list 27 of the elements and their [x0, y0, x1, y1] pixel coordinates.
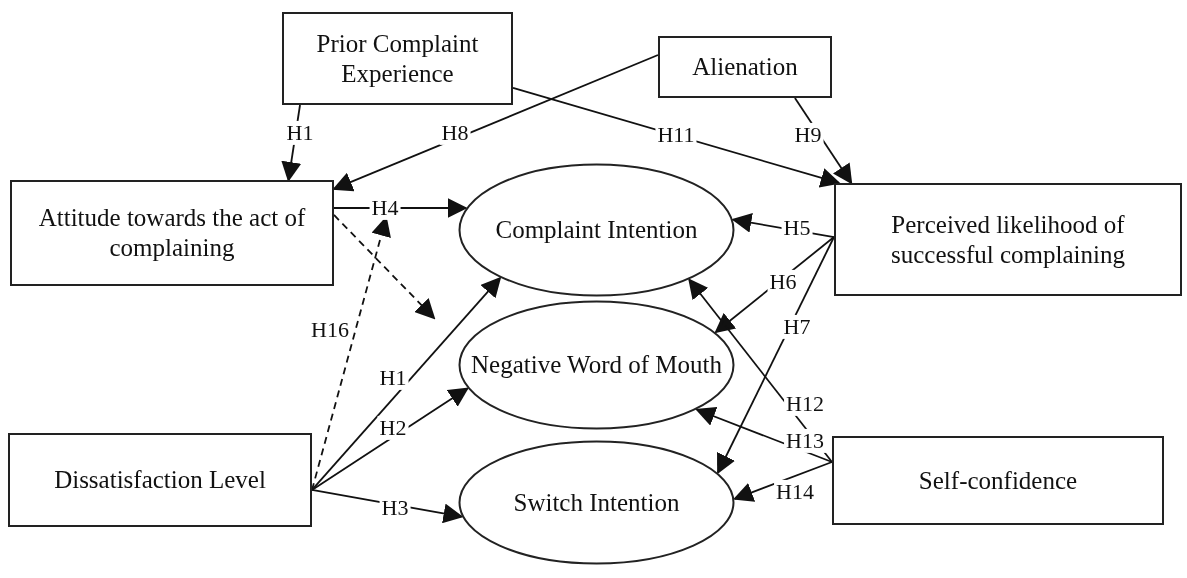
node-text: Negative Word of Mouth — [470, 350, 723, 380]
node-text: Attitude towards the act of complaining — [37, 203, 307, 263]
outcome-ellipse — [458, 300, 735, 430]
arrow — [733, 461, 833, 502]
node-text: Switch Intention — [512, 487, 681, 518]
outcome-ellipse — [458, 163, 735, 297]
node-text: Perceived likelihood of successful complaining — [890, 209, 1126, 270]
node-text: Alienation — [691, 52, 799, 82]
node-text: Complaint Intention — [494, 215, 699, 245]
arrow — [311, 387, 469, 491]
edge-label: H7 — [781, 314, 813, 340]
node-text: Dissatisfaction Level — [53, 465, 267, 495]
process-box — [834, 183, 1182, 296]
process-box — [10, 180, 334, 286]
edge-label: H13 — [784, 428, 826, 454]
outcome-ellipse — [458, 440, 735, 565]
node-text: Self-confidence — [917, 465, 1079, 496]
edge-label: H6 — [767, 269, 799, 295]
edge-label: H1 — [284, 120, 316, 146]
dashed-arrow — [333, 214, 436, 320]
node-text: Prior Complaint Experience — [315, 28, 480, 89]
process-box — [8, 433, 312, 527]
process-box — [282, 12, 513, 105]
process-box — [832, 436, 1164, 525]
edge-label: H2 — [377, 415, 409, 441]
process-box — [658, 36, 832, 98]
arrow — [717, 236, 835, 475]
